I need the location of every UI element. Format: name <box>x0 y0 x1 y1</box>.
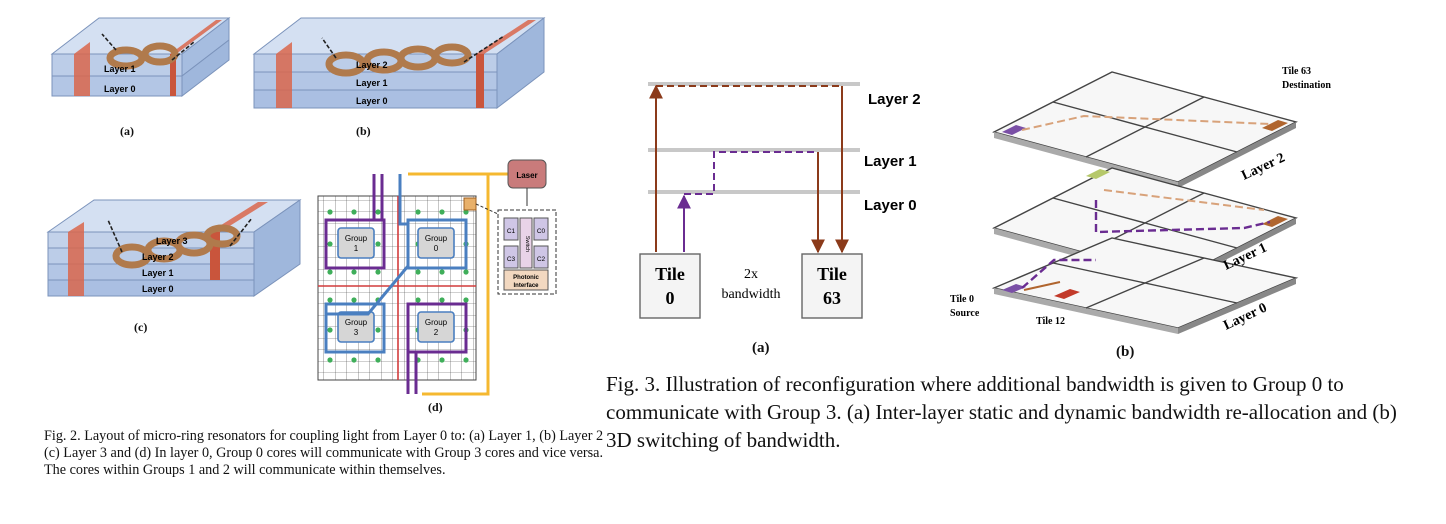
dest-label-2: Destination <box>1282 80 1331 91</box>
tile-0-line1: Tile <box>655 264 685 284</box>
fig2c-layer-2: Layer 2 <box>142 252 174 262</box>
photonic-label-b: Interface <box>513 283 539 289</box>
fig3a-layer-1: Layer 1 <box>864 153 917 170</box>
fig2-panel-a: Layer 1 Layer 0 <box>50 16 231 98</box>
core-c2: C2 <box>537 256 546 263</box>
group-3-label-b: 3 <box>354 328 359 337</box>
fig2c-label: (c) <box>134 320 148 334</box>
group-0-label-b: 0 <box>434 244 439 253</box>
laser-label: Laser <box>516 171 537 180</box>
fig2-panel-c: Layer 3 Layer 2 Layer 1 Layer 0 <box>46 199 302 297</box>
fig3-caption: Fig. 3. Illustration of reconfiguration … <box>606 372 1397 452</box>
fig2b-layer-0: Layer 0 <box>356 96 388 106</box>
fig2-caption: Fig. 2. Layout of micro-ring resonators … <box>44 428 604 478</box>
dest-label-1: Tile 63 <box>1282 66 1311 77</box>
fig2c-layer-3: Layer 3 <box>156 236 188 246</box>
group-2-label-b: 2 <box>434 328 439 337</box>
core-c0: C0 <box>537 228 546 235</box>
fig2-panel-b: Layer 2 Layer 1 Layer 0 <box>252 16 546 110</box>
photonic-label-a: Photonic <box>513 275 539 281</box>
fig3-panel-b: Tile 63 Destination Tile 0 Source Tile 1… <box>950 66 1331 334</box>
fig2a-layer-1: Layer 1 <box>104 64 136 74</box>
fig2b-layer-1: Layer 1 <box>356 78 388 88</box>
layer2-plane <box>992 71 1298 188</box>
switch-label: Switch <box>524 236 530 252</box>
fig3b-layer-2: Layer 2 <box>1239 151 1287 184</box>
fig2b-layer-2: Layer 2 <box>356 60 388 70</box>
bw-line2: bandwidth <box>721 287 780 302</box>
tile-63-line2: 63 <box>823 288 841 308</box>
fig3-panel-a: Tile 0 Tile 63 2x bandwidth Layer 2 Laye… <box>639 82 921 319</box>
fig2c-layer-0: Layer 0 <box>142 284 174 294</box>
tile-0-line2: 0 <box>666 288 675 308</box>
fig2d-label: (d) <box>428 400 443 414</box>
group-1-label-a: Group <box>345 234 368 243</box>
fig3a-layer-0: Layer 0 <box>864 197 917 214</box>
core-c1: C1 <box>507 228 516 235</box>
fig2-panel-d: Group 1 Group 0 Group 3 Group 2 Laser C1… <box>317 159 557 396</box>
fig2a-label: (a) <box>120 124 134 138</box>
bw-line1: 2x <box>744 267 758 282</box>
fig3a-label: (a) <box>752 340 770 356</box>
fig2b-label: (b) <box>356 124 371 138</box>
tile-63-line1: Tile <box>817 264 847 284</box>
src-label-1: Tile 0 <box>950 294 974 305</box>
tile12-label: Tile 12 <box>1036 316 1065 327</box>
group-3-label-a: Group <box>345 318 368 327</box>
fig3a-layer-2: Layer 2 <box>868 91 921 108</box>
fig2c-layer-1: Layer 1 <box>142 268 174 278</box>
fig3b-label: (b) <box>1116 344 1135 360</box>
src-label-2: Source <box>950 308 980 319</box>
fig2a-layer-0: Layer 0 <box>104 84 136 94</box>
group-1-label-b: 1 <box>354 244 359 253</box>
group-2-label-a: Group <box>425 318 448 327</box>
layer0-plane <box>991 237 1299 334</box>
group-0-label-a: Group <box>425 234 448 243</box>
core-c3: C3 <box>507 256 516 263</box>
